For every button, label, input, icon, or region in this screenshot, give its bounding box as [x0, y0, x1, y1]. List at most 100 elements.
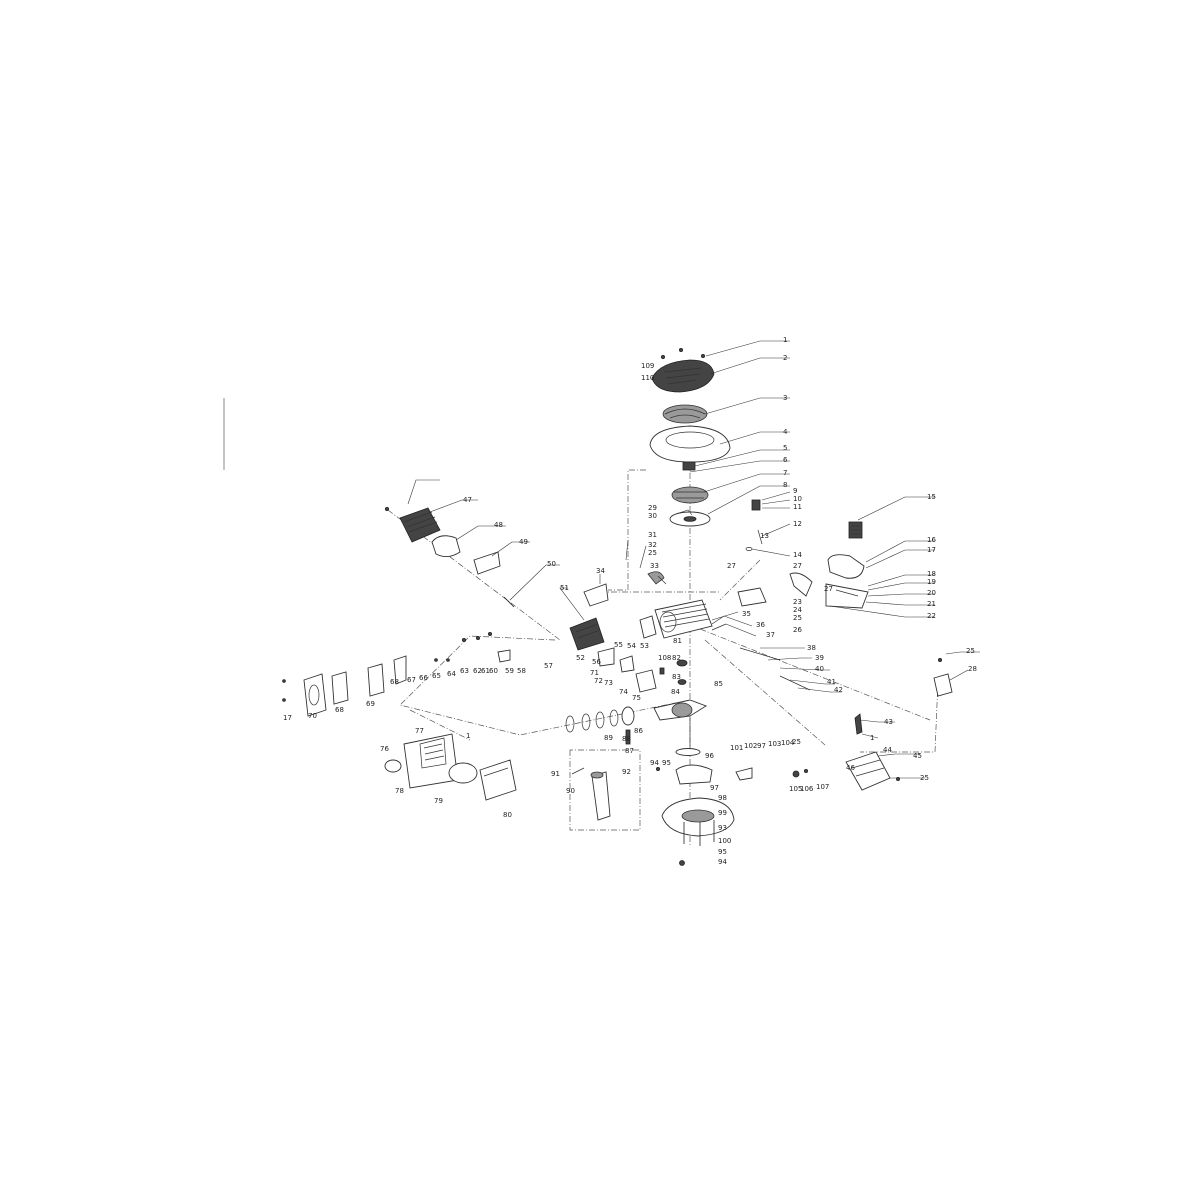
cylinder-head-part [569, 617, 605, 651]
callout-96: 96 [705, 752, 714, 760]
callout-78: 78 [395, 787, 404, 795]
bracket-part [583, 583, 609, 607]
callout-103: 103 [768, 740, 781, 748]
intake-gasket-70-part [303, 673, 327, 717]
callout-25c: 25 [966, 647, 975, 655]
callout-35: 35 [742, 610, 751, 618]
callout-labels: 1 2 3 4 5 6 7 8 9 10 11 12 13 14 15 16 1… [283, 336, 977, 866]
callout-67: 67 [407, 676, 416, 684]
callout-58: 58 [517, 667, 526, 675]
cylinder-assembly [569, 571, 727, 685]
callout-95a: 95 [662, 759, 671, 767]
callout-57: 57 [544, 662, 553, 670]
callout-49: 49 [519, 538, 528, 546]
callout-44: 44 [883, 746, 892, 754]
callout-68a: 68 [390, 678, 399, 686]
oil-seal-part [675, 748, 701, 756]
callout-39: 39 [815, 654, 824, 662]
callout-85: 85 [714, 680, 723, 688]
air-filter-base-part [431, 535, 461, 557]
callout-75: 75 [632, 694, 641, 702]
callout-87: 87 [625, 747, 634, 755]
callout-74: 74 [619, 688, 628, 696]
oil-filler-part [591, 771, 611, 821]
callout-62: 62 [473, 667, 482, 675]
leader-lines [407, 340, 980, 779]
callout-14: 14 [793, 551, 802, 559]
callout-92: 92 [622, 768, 631, 776]
callout-84: 84 [671, 688, 680, 696]
callout-10: 10 [793, 495, 802, 503]
bracket-28-part [933, 673, 953, 697]
callout-107: 107 [816, 783, 829, 791]
callout-81: 81 [673, 637, 682, 645]
callout-3: 3 [783, 394, 787, 402]
callout-22: 22 [927, 612, 936, 620]
callout-40: 40 [815, 665, 824, 673]
callout-23: 23 [793, 598, 802, 606]
callout-13: 13 [760, 532, 769, 540]
recoil-reel-part [662, 404, 708, 424]
air-filter-element-part [399, 507, 441, 543]
callout-19: 19 [927, 578, 936, 586]
callout-100: 100 [718, 837, 731, 845]
air-box-part [403, 733, 459, 789]
callout-46: 46 [846, 764, 855, 772]
callout-93: 93 [718, 824, 727, 832]
callout-27b: 27 [793, 562, 802, 570]
crankcase-assembly [571, 748, 735, 866]
callout-15: 15 [927, 493, 936, 501]
callout-88: 88 [622, 735, 631, 743]
callout-94b: 94 [718, 858, 727, 866]
callout-20: 20 [927, 589, 936, 597]
cover-80-part [479, 759, 517, 801]
callout-29: 29 [648, 504, 657, 512]
callout-50: 50 [547, 560, 556, 568]
callout-105: 105 [789, 785, 802, 793]
callout-11: 11 [793, 503, 802, 511]
callout-90: 90 [566, 787, 575, 795]
callout-25e: 25 [792, 738, 801, 746]
recoil-starter-assembly [649, 347, 731, 527]
callout-73: 73 [604, 679, 613, 687]
callout-91: 91 [551, 770, 560, 778]
callout-34: 34 [596, 567, 605, 575]
callout-109: 109 [641, 362, 654, 370]
piston-rings-part [565, 706, 635, 733]
callout-21: 21 [927, 600, 936, 608]
callout-72: 72 [594, 677, 603, 685]
callout-69: 69 [366, 700, 375, 708]
callout-17b: 17 [283, 714, 292, 722]
callout-18: 18 [927, 570, 936, 578]
callout-79: 79 [434, 797, 443, 805]
callout-68b: 68 [335, 706, 344, 714]
callout-16: 16 [927, 536, 936, 544]
filter-dome-part [448, 762, 478, 784]
callout-106: 106 [800, 785, 814, 793]
callout-7: 7 [783, 469, 787, 477]
filter-gasket-part [473, 551, 501, 575]
callout-51: 51 [560, 584, 569, 592]
callout-54: 54 [627, 642, 636, 650]
callout-27a: 27 [727, 562, 736, 570]
callout-5: 5 [783, 444, 787, 452]
callout-6: 6 [783, 456, 788, 464]
callout-55: 55 [614, 641, 623, 649]
callout-99: 99 [718, 809, 727, 817]
callout-43: 43 [884, 718, 893, 726]
air-box-assembly [384, 733, 517, 801]
callout-53: 53 [640, 642, 649, 650]
callout-1: 1 [783, 336, 787, 344]
fan-housing-part [649, 425, 731, 463]
callout-104: 104 [781, 739, 795, 747]
callout-94a: 94 [650, 759, 659, 767]
callout-82: 82 [672, 654, 681, 662]
callout-1c: 1 [466, 732, 470, 740]
callout-12: 12 [793, 520, 802, 528]
air-filter-assembly [384, 506, 515, 608]
callout-59: 59 [505, 667, 514, 675]
callout-108: 108 [658, 654, 671, 662]
callout-65: 65 [432, 672, 441, 680]
muffler-body-part [827, 554, 865, 579]
